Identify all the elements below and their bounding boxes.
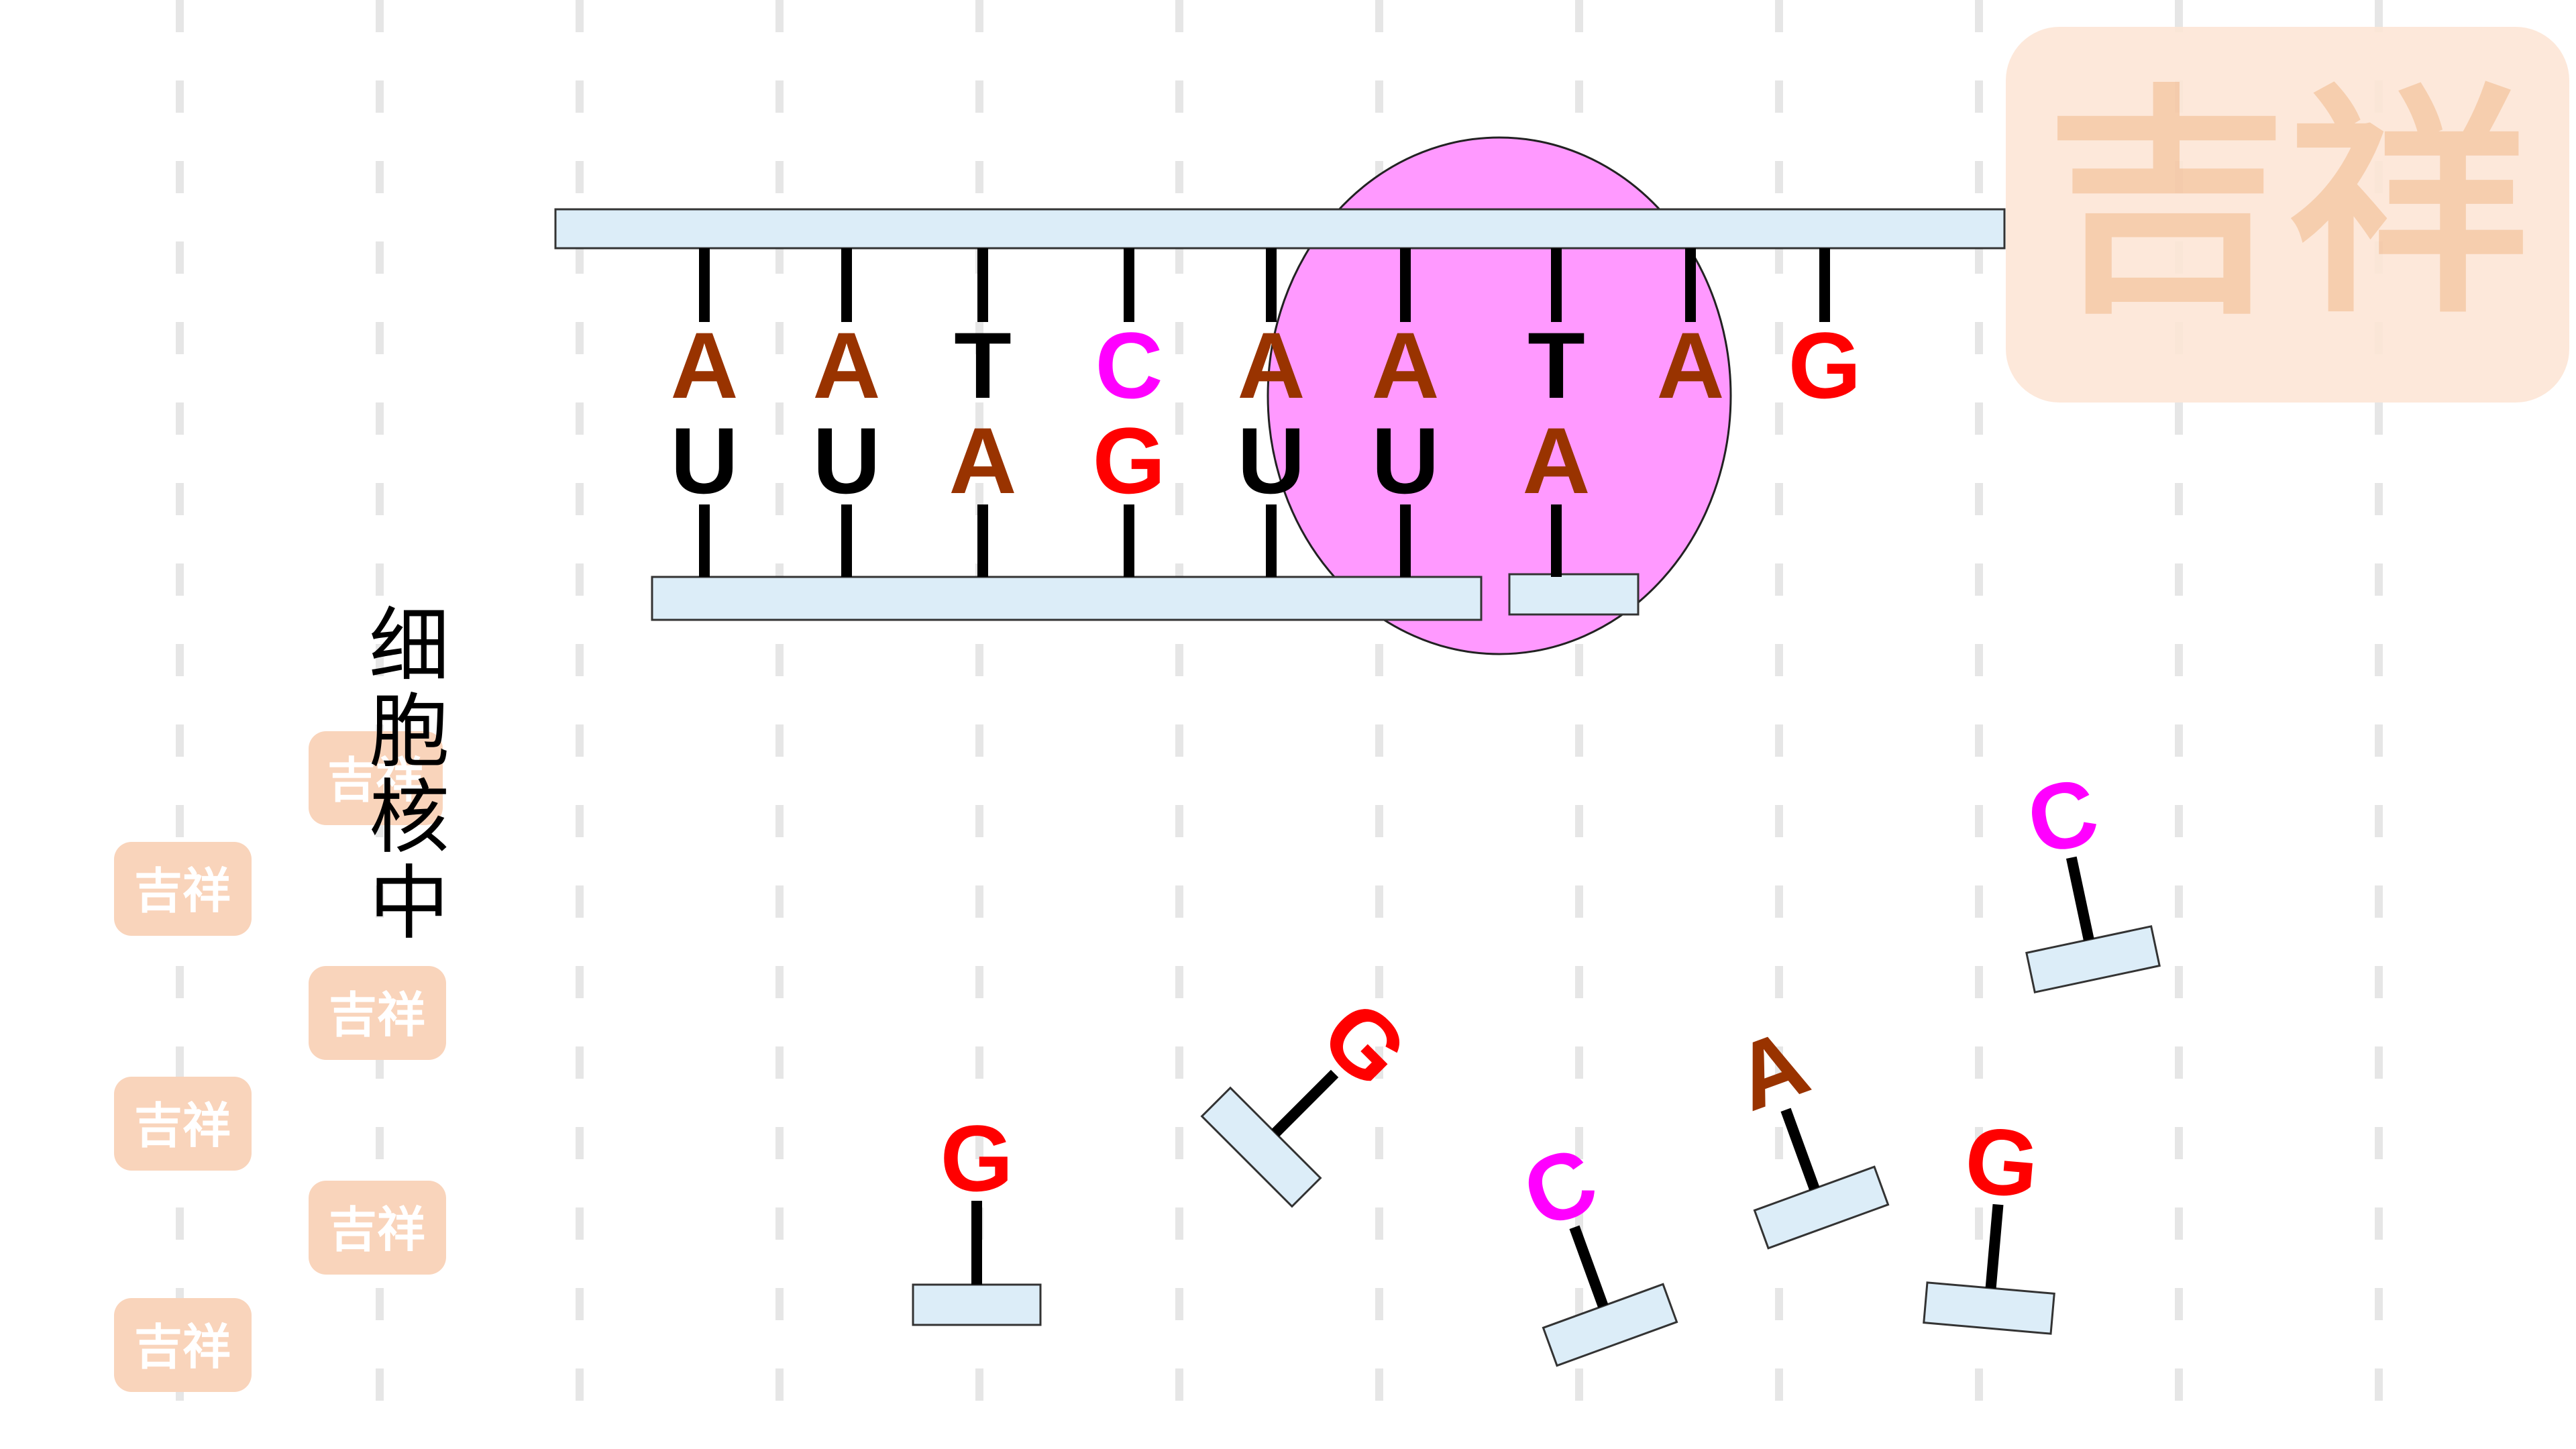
free-nucleotide-label: G bbox=[1961, 1106, 2043, 1218]
svg-text:吉祥: 吉祥 bbox=[134, 1097, 231, 1154]
free-nucleotide: C bbox=[2019, 757, 2161, 994]
seal-watermark-small: 吉祥 bbox=[309, 731, 443, 825]
mrna-base-label: G bbox=[1093, 408, 1166, 513]
mrna-base-label: A bbox=[1522, 408, 1590, 513]
dna-base-label: T bbox=[1527, 313, 1585, 418]
seal-watermark-small: 吉祥 bbox=[309, 966, 446, 1060]
nucleotide-sugar-block bbox=[1923, 1281, 2055, 1335]
dna-base-label: A bbox=[1371, 313, 1439, 418]
dna-base-label: G bbox=[1788, 313, 1862, 418]
free-nucleotide-label: A bbox=[1721, 1009, 1821, 1131]
svg-text:吉祥: 吉祥 bbox=[327, 751, 424, 808]
free-nucleotide-label: C bbox=[2019, 757, 2107, 875]
svg-text:吉祥: 吉祥 bbox=[134, 862, 231, 919]
seal-watermark-small: 吉祥 bbox=[309, 1181, 446, 1275]
dna-base-label: A bbox=[812, 313, 880, 418]
free-nucleotide: A bbox=[1721, 1009, 1890, 1250]
svg-text:吉祥: 吉祥 bbox=[329, 986, 425, 1043]
seal-watermark-large: 吉祥 bbox=[2006, 27, 2569, 402]
svg-text:吉祥: 吉祥 bbox=[329, 1201, 425, 1258]
nucleotide-stem bbox=[2065, 856, 2094, 941]
dna-base-label: A bbox=[1237, 313, 1305, 418]
free-nucleotide: G bbox=[912, 1106, 1042, 1326]
dna-base-label: A bbox=[670, 313, 738, 418]
mrna-base-label: A bbox=[949, 408, 1016, 513]
mrna-backbone-strand bbox=[651, 576, 1483, 621]
free-nucleotide: C bbox=[1510, 1126, 1678, 1367]
mrna-base-label: U bbox=[670, 408, 738, 513]
free-nucleotide-label: C bbox=[1510, 1126, 1610, 1248]
seal-watermark-small: 吉祥 bbox=[114, 1298, 252, 1392]
seal-watermark-small: 吉祥 bbox=[114, 842, 252, 936]
seal-watermark-text: 吉祥 bbox=[2046, 62, 2529, 345]
svg-text:吉祥: 吉祥 bbox=[134, 1318, 231, 1375]
nucleotide-stem bbox=[1569, 1225, 1609, 1308]
location-label: 细胞核中 bbox=[369, 600, 449, 951]
nucleotide-sugar-block bbox=[912, 1283, 1042, 1326]
mrna-backbone-segment bbox=[1508, 573, 1640, 616]
rna-polymerase-ellipse bbox=[1267, 136, 1732, 655]
dna-backbone-strand bbox=[554, 208, 2006, 250]
mrna-base-label: U bbox=[1237, 408, 1305, 513]
dna-base-label: A bbox=[1656, 313, 1724, 418]
nucleotide-stem bbox=[1780, 1108, 1820, 1191]
nucleotide-stem bbox=[1271, 1069, 1339, 1137]
free-nucleotide-label: G bbox=[941, 1106, 1014, 1211]
free-nucleotide: G bbox=[1923, 1106, 2055, 1335]
dna-base-label: T bbox=[954, 313, 1012, 418]
mrna-base-label: U bbox=[812, 408, 880, 513]
seal-watermark-small: 吉祥 bbox=[114, 1077, 252, 1171]
nucleotide-stem bbox=[1985, 1203, 2004, 1289]
nucleotide-sugar-block bbox=[1542, 1283, 1678, 1367]
nucleotide-sugar-block bbox=[1753, 1165, 1890, 1250]
seal-watermark-small-stack: 吉祥 吉祥 吉祥 吉祥 吉祥 吉祥 bbox=[114, 731, 446, 1392]
dna-base-label: C bbox=[1095, 313, 1163, 418]
mrna-base-label: U bbox=[1371, 408, 1439, 513]
free-nucleotide: G bbox=[1200, 980, 1428, 1208]
